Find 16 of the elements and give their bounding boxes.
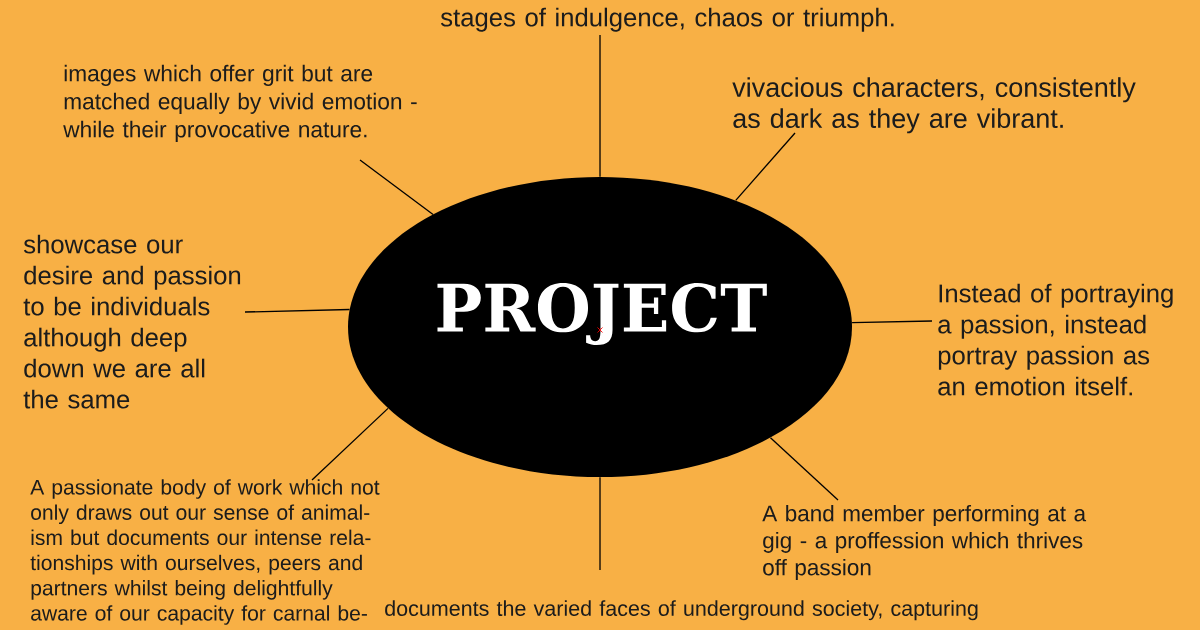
annotation-text: vivacious characters, consistently as dark as they are vibrant. <box>732 77 1136 134</box>
connector-line <box>244 308 351 313</box>
annotation-text: Instead of portraying a passion, instead portray passion as an emotion itself. <box>938 283 1173 396</box>
annotation-text: documents the varied faces of underground society, capturing <box>385 600 978 621</box>
connector-line <box>359 159 434 216</box>
annotation-text: A passionate body of work which not only draws out our sense of animal- ism but documents our intense rela- tionships with ourselves, peers and partners whilst being delightfully aware of our capacity for carnal be- <box>30 479 380 625</box>
annotation-text: A band member performing at a gig - a proffession which thrives off passion <box>762 504 1087 580</box>
annotation-text: stages of indulgence, chaos or triumph. <box>440 7 894 32</box>
connector-line <box>311 407 389 481</box>
connector-line <box>851 320 933 324</box>
annotation-text: images which offer grit but are matched equally by vivid emotion - while their provocative nature. <box>63 64 417 142</box>
annotation-text: showcase our desire and passion to be individuals although deep down we are all the same <box>23 234 241 409</box>
connector-line <box>599 34 601 178</box>
connector-line <box>769 437 839 501</box>
connector-line <box>599 476 601 571</box>
connector-line <box>735 132 796 202</box>
